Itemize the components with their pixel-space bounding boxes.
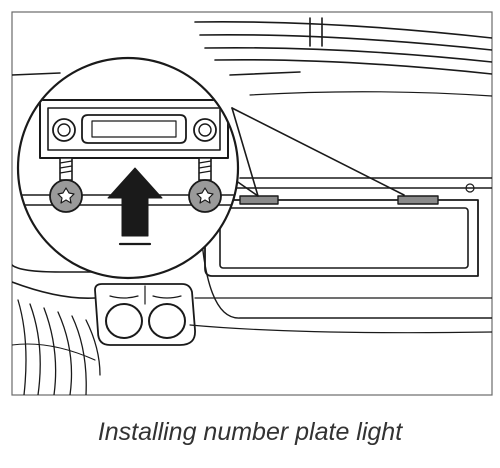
torx-screw-left xyxy=(49,157,83,213)
torx-head-icon xyxy=(196,187,214,204)
torx-screw-right xyxy=(188,157,222,213)
exhaust-tailpipes xyxy=(94,283,196,346)
figure-caption: Installing number plate light xyxy=(97,418,403,446)
number-plate-lights xyxy=(239,195,439,205)
number-plate-light-right xyxy=(397,195,439,205)
light-lens xyxy=(81,114,187,144)
screw-hole-left xyxy=(52,118,76,142)
torx-head-icon xyxy=(57,187,75,204)
number-plate-light-unit xyxy=(39,99,229,159)
number-plate-recess xyxy=(204,199,479,277)
installation-diagram xyxy=(11,11,493,396)
detail-magnifier xyxy=(16,56,240,280)
screw-hole-right xyxy=(193,118,217,142)
insertion-arrow xyxy=(107,167,163,246)
diffuser-ribs xyxy=(12,299,101,395)
number-plate-light-left xyxy=(239,195,279,205)
tailpipe-left xyxy=(105,303,143,339)
tailpipe-right xyxy=(148,303,186,339)
arrow-up-icon xyxy=(107,167,163,237)
rear-body-lines xyxy=(12,17,492,97)
